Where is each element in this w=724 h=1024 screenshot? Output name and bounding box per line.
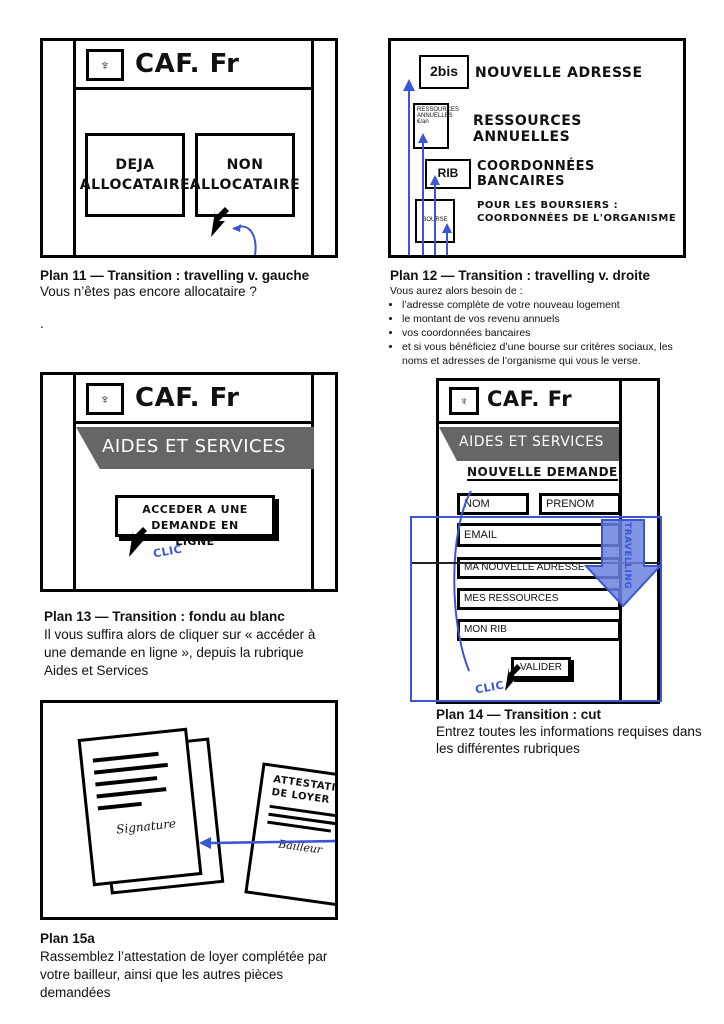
non-allocataire-button[interactable]: NON ALLOCATAIRE bbox=[190, 133, 300, 217]
plan12-bullet: et si vous bénéficiez d’une bourse sur c… bbox=[402, 340, 700, 368]
travelling-label: TRAVELLING bbox=[622, 522, 632, 590]
prenom-field[interactable]: PRENOM bbox=[539, 493, 621, 515]
caf-logo-text: CAF. Fr bbox=[135, 383, 240, 413]
nouvelle-demande-heading: NOUVELLE DEMANDE bbox=[467, 465, 618, 481]
caf-logo-text: CAF. Fr bbox=[135, 49, 240, 79]
plan13-title: Plan 13 — Transition : fondu au blanc bbox=[44, 609, 285, 624]
plan11-cursor-arrow bbox=[211, 207, 257, 255]
plan14-text: Entrez toutes les informations requises … bbox=[436, 724, 702, 756]
caf-logo-text: CAF. Fr bbox=[487, 387, 573, 411]
item-coordonnees-bancaires: COORDONNÉES BANCAIRES bbox=[477, 159, 595, 189]
plan12-intro: Vous aurez alors besoin de : bbox=[390, 285, 523, 297]
plan12-travelling-arrows bbox=[403, 79, 452, 255]
nom-field[interactable]: NOM bbox=[457, 493, 529, 515]
plan13-cursor-arrow bbox=[129, 527, 147, 557]
aides-services-banner: AIDES ET SERVICES bbox=[439, 427, 619, 461]
caf-logo-icon: ♆ bbox=[86, 49, 124, 81]
plan12-caption: Plan 12 — Transition : travelling v. dro… bbox=[390, 268, 700, 368]
plan12-title: Plan 12 — Transition : travelling v. dro… bbox=[390, 268, 651, 283]
rib-field[interactable]: MON RIB bbox=[457, 619, 621, 641]
item-nouvelle-adresse: NOUVELLE ADRESSE bbox=[475, 65, 643, 81]
plan15a-frame: Signature ATTESTATION DE LOYER Bailleur bbox=[40, 700, 338, 920]
plan12-bullet: le montant de vos revenu annuels bbox=[402, 312, 700, 326]
plan13-text: Il vous suffira alors de cliquer sur « a… bbox=[44, 627, 316, 678]
plan12-frame: 2bis NOUVELLE ADRESSE RESSOURCES ANNUELL… bbox=[388, 38, 686, 258]
aides-services-banner: AIDES ET SERVICES bbox=[76, 427, 314, 469]
tag-ressources: RESSOURCES ANNUELLES €/an bbox=[413, 103, 459, 149]
plan15a-caption: Plan 15a Rassemblez l’attestation de loy… bbox=[40, 930, 340, 1002]
tag-rib: RIB bbox=[425, 159, 471, 189]
plan11-title: Plan 11 — Transition : travelling v. gau… bbox=[40, 268, 310, 283]
tag-2bis: 2bis bbox=[419, 55, 469, 89]
plan14-cursor-arrow bbox=[453, 490, 521, 691]
item-ressources-annuelles: RESSOURCES ANNUELLES bbox=[473, 113, 582, 145]
plan14-title: Plan 14 — Transition : cut bbox=[436, 707, 602, 722]
plan13-frame: ♆ CAF. Fr AIDES ET SERVICES ACCEDER A UN… bbox=[40, 372, 338, 592]
travelling-region bbox=[410, 516, 662, 702]
plan12-bullet: vos coordonnées bancaires bbox=[402, 326, 700, 340]
plan13-caption: Plan 13 — Transition : fondu au blanc Il… bbox=[44, 608, 334, 680]
plan11-frame: ♆ CAF. Fr DEJA ALLOCATAIRE NON ALLOCATAI… bbox=[40, 38, 338, 258]
plan14-caption: Plan 14 — Transition : cut Entrez toutes… bbox=[436, 706, 706, 757]
plan11-caption: Plan 11 — Transition : travelling v. gau… bbox=[40, 268, 340, 332]
plan11-dot: . bbox=[40, 316, 44, 331]
plan15a-title: Plan 15a bbox=[40, 931, 95, 946]
plan11-text: Vous n’êtes pas encore allocataire ? bbox=[40, 284, 257, 299]
valider-button[interactable]: VALIDER bbox=[511, 657, 571, 679]
ressources-field[interactable]: MES RESSOURCES bbox=[457, 588, 621, 610]
deja-allocataire-button[interactable]: DEJA ALLOCATAIRE bbox=[80, 133, 190, 217]
caf-logo-icon: ♆ bbox=[86, 383, 124, 415]
caf-logo-icon: ♆ bbox=[449, 387, 479, 415]
plan12-bullet: l’adresse complète de votre nouveau loge… bbox=[402, 298, 700, 312]
item-boursiers: POUR LES BOURSIERS : COORDONNÉES DE L'OR… bbox=[477, 200, 677, 224]
plan15a-arrow bbox=[199, 837, 335, 849]
plan15a-text: Rassemblez l’attestation de loyer complé… bbox=[40, 949, 328, 1000]
